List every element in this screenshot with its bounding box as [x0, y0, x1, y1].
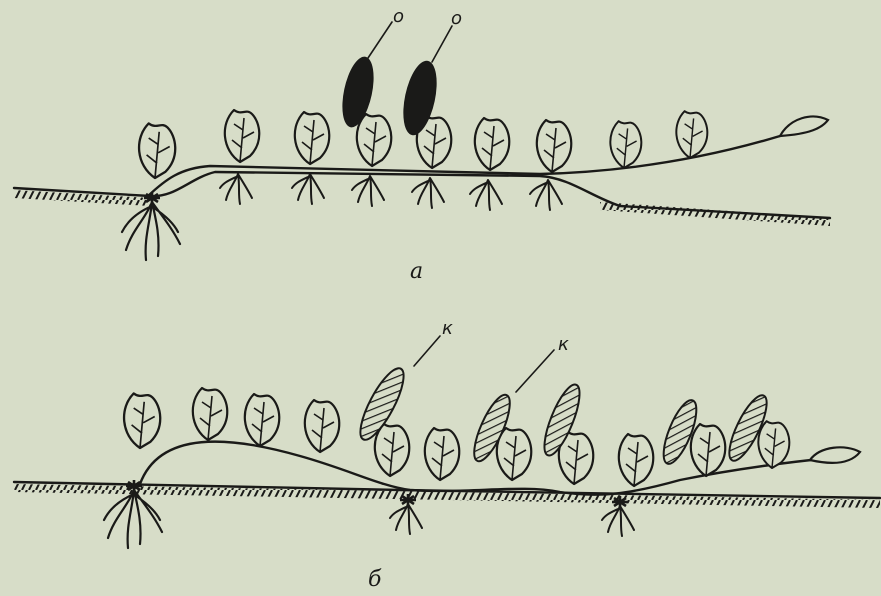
panel-b: к к б: [14, 318, 880, 592]
stolon-tip-icon: [810, 447, 860, 462]
panel-caption: а: [410, 259, 423, 284]
ground-line-a: [14, 172, 830, 226]
mother-plant-b: [104, 393, 162, 548]
daughter-plants-a: [220, 110, 707, 210]
callout-label: о: [393, 6, 404, 27]
callout-label: к: [558, 334, 569, 355]
callout-label: о: [451, 8, 462, 29]
stolon-tip-icon: [780, 117, 828, 136]
panel-a: о о а: [14, 6, 830, 284]
callout-label: к: [442, 318, 453, 339]
panel-caption: б: [368, 567, 382, 592]
